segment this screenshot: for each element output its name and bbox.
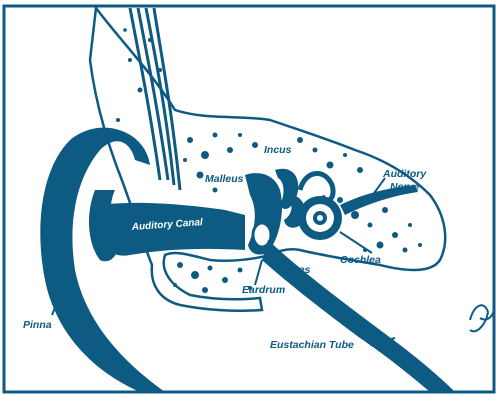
label-cochlea: Cochlea [340,254,381,266]
eardrum-pointer-line [255,260,262,285]
label-auditory-nerve-line2: Nerve [390,181,419,193]
label-stapes: Stapes [276,264,311,276]
label-pinna: Pinna [23,319,52,331]
label-malleus: Malleus [205,173,244,185]
artist-signature [470,305,494,331]
label-eardrum: Eardrum [242,284,285,296]
label-incus: Incus [264,144,292,156]
label-auditory-nerve-line1: Auditory [382,168,427,180]
label-eustachian-tube: Eustachian Tube [270,339,354,351]
